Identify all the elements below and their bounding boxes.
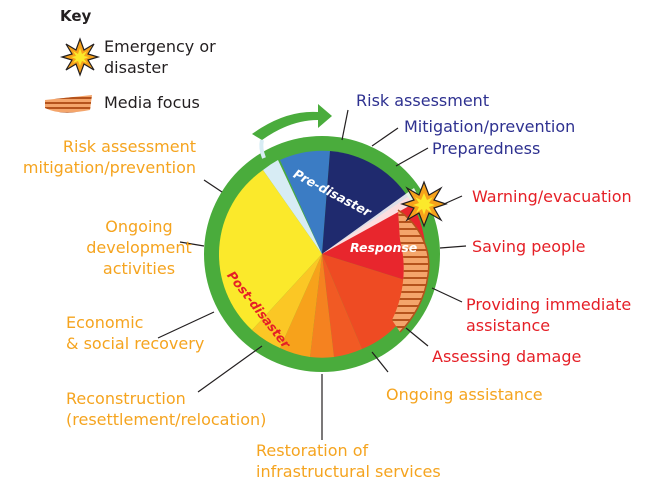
label-risk-assessment: Risk assessment xyxy=(356,91,490,110)
key-title: Key xyxy=(60,7,92,25)
label-ongoing-development: Ongoing development activities xyxy=(86,217,192,278)
label-mitigation-prevention: Mitigation/prevention xyxy=(404,117,576,136)
sector-reconstruction xyxy=(280,254,322,357)
phase-response: Response xyxy=(350,240,418,255)
sector-mitigation-preparedness xyxy=(322,151,408,254)
key-media-label: Media focus xyxy=(104,93,200,112)
label-economic-recovery: Economic & social recovery xyxy=(66,313,205,353)
label-ongoing-assistance: Ongoing assistance xyxy=(386,385,543,404)
label-reconstruction: Reconstruction (resettlement/relocation) xyxy=(66,389,267,429)
key-emergency-label: Emergency or disaster xyxy=(104,37,216,77)
label-warning-evacuation: Warning/evacuation xyxy=(472,187,632,206)
sector-restoration xyxy=(310,254,334,358)
key-media-icon xyxy=(45,95,92,113)
pie-sectors xyxy=(218,150,426,358)
label-providing-assistance: Providing immediate assistance xyxy=(466,295,632,335)
label-assessing-damage: Assessing damage xyxy=(432,347,582,366)
sector-ongoing-development xyxy=(218,170,322,330)
sector-risk-mitigation-post xyxy=(263,160,322,254)
label-risk-mitigation: Risk assessment mitigation/prevention xyxy=(22,137,196,177)
label-preparedness: Preparedness xyxy=(432,139,541,158)
key-starburst-icon xyxy=(59,37,101,77)
sector-risk-assessment xyxy=(280,150,330,254)
sector-economic-recovery xyxy=(252,254,322,348)
cycle-arrow-icon xyxy=(252,104,332,159)
label-saving-people: Saving people xyxy=(472,237,586,256)
disaster-glow xyxy=(322,188,420,254)
starburst-icon xyxy=(400,180,448,228)
leader-lines xyxy=(157,109,467,440)
sector-ongoing-assistance xyxy=(322,254,362,357)
label-restoration: Restoration of infrastructural services xyxy=(256,441,441,481)
